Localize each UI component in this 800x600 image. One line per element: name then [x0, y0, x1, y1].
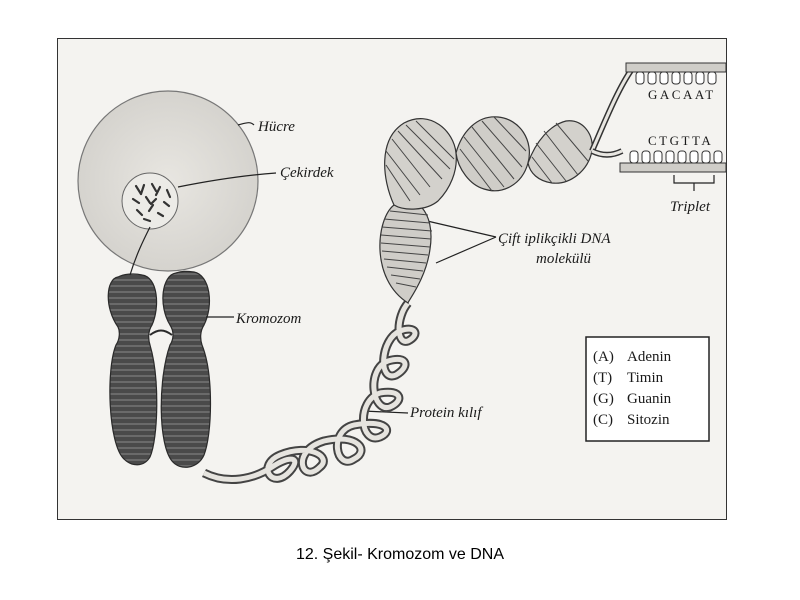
legend-code-g: (G): [593, 391, 614, 407]
legend-name-c: Sitozin: [627, 412, 670, 428]
dna-double-helix: [379, 67, 635, 305]
cell: [77, 90, 259, 272]
legend-code-c: (C): [593, 412, 613, 428]
legend-name-a: Adenin: [627, 349, 672, 365]
label-dna-line2: molekülü: [536, 251, 591, 267]
nucleus-chromosomes: [131, 182, 172, 223]
base-legend: (A) Adenin (T) Timin (G) Guanin (C) Sito…: [585, 336, 710, 442]
label-chromosome: Kromozom: [235, 311, 301, 327]
legend-code-t: (T): [593, 370, 612, 386]
chromosome: [107, 270, 212, 468]
protein-coiled-fiber: [201, 300, 420, 484]
unwound-dna-strands: [619, 62, 727, 191]
figure-caption: 12. Şekil- Kromozom ve DNA: [295, 546, 505, 563]
legend-name-t: Timin: [627, 370, 664, 386]
label-triplet: Triplet: [670, 199, 711, 215]
diagram-figure: GACAAT CTGTTA Hücre Çekirdek Kromozom Pr…: [57, 38, 727, 520]
sequence-bottom: CTGTTA: [648, 133, 713, 148]
sequence-top: GACAAT: [648, 87, 716, 102]
label-cell: Hücre: [257, 119, 295, 135]
label-nucleus: Çekirdek: [280, 165, 334, 181]
legend-code-a: (A): [593, 349, 614, 365]
label-protein-coat: Protein kılıf: [409, 405, 483, 421]
triplet-bracket: [673, 175, 715, 191]
legend-name-g: Guanin: [627, 391, 672, 407]
label-dna-line1: Çift iplikçikli DNA: [498, 231, 611, 247]
